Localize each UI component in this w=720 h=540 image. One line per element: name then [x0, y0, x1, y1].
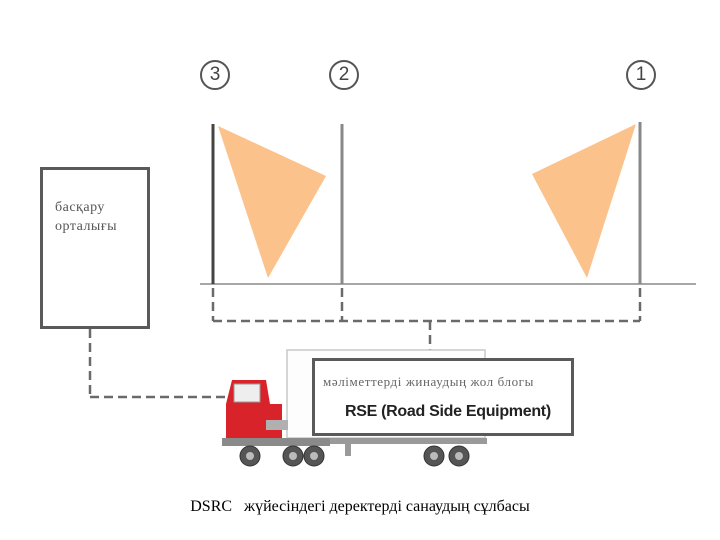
pole-number-1: 1	[626, 60, 656, 90]
rse-title: RSE (Road Side Equipment)	[345, 403, 551, 420]
control-center-label: басқару орталығы	[55, 200, 117, 234]
rse-caption: мәліметтерді жинаудың жол блогы	[323, 374, 534, 389]
pole-number-2: 2	[329, 60, 359, 90]
rse-box: мәліметтерді жинаудың жол блогы RSE (Roa…	[312, 358, 574, 436]
beam-right	[532, 124, 636, 278]
control-center-box: басқару орталығы	[40, 167, 150, 329]
pole-number-3: 3	[200, 60, 230, 90]
beam-left	[218, 126, 326, 278]
diagram-caption: DSRC жүйесіндегі деректерді санаудың сұл…	[190, 498, 530, 515]
